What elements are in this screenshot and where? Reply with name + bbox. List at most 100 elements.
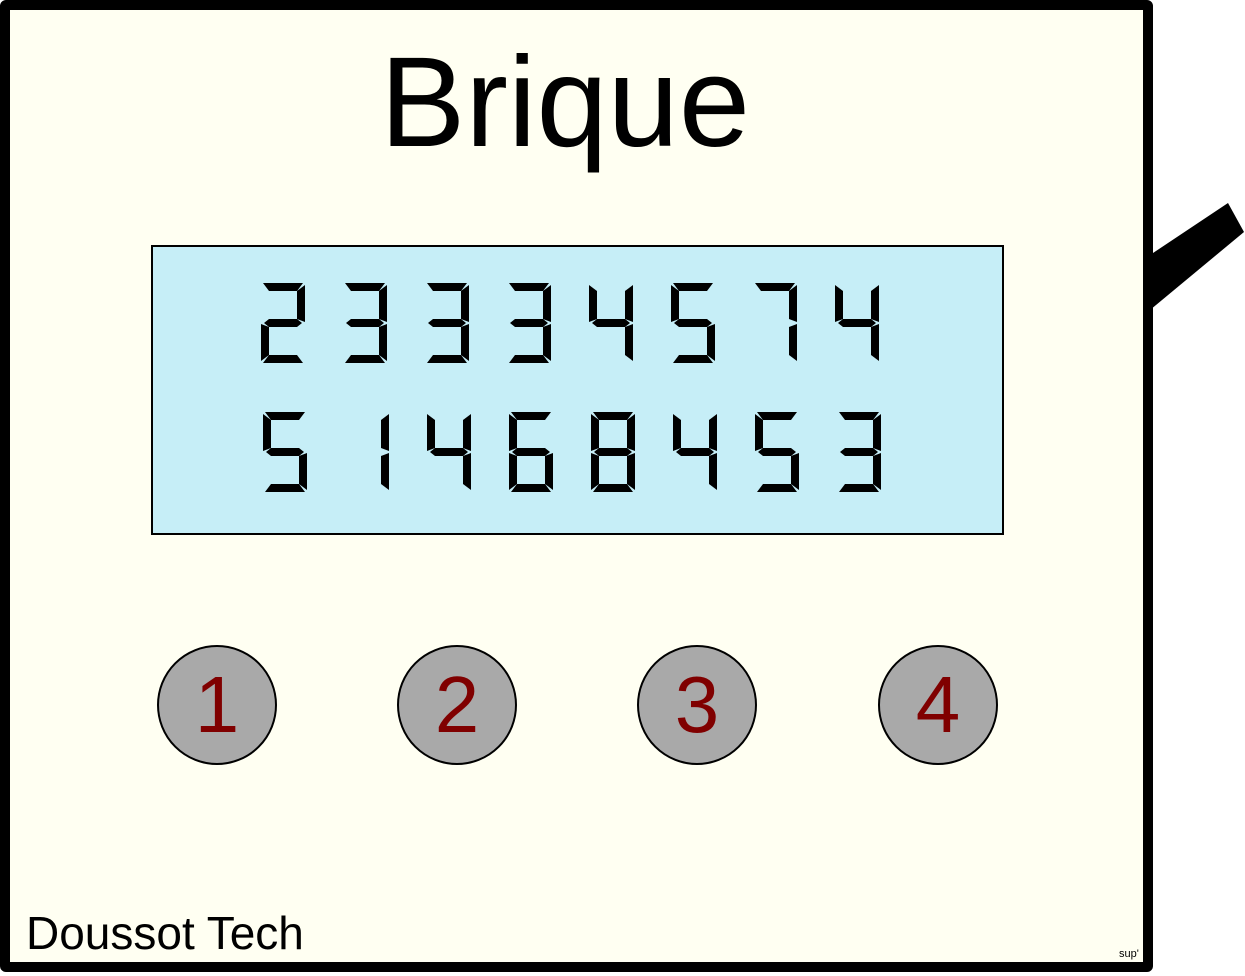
lever-handle[interactable]	[1150, 203, 1244, 310]
lcd-digits	[261, 283, 881, 492]
lcd-digit-2	[261, 283, 305, 363]
lcd-digit-5	[671, 283, 715, 363]
lcd-segment	[671, 285, 679, 322]
lcd-segment	[673, 414, 681, 451]
lcd-segment	[873, 453, 881, 490]
lcd-digit-8	[591, 412, 635, 492]
lcd-segment	[297, 285, 305, 322]
lcd-segment	[427, 283, 467, 291]
lcd-segment	[299, 453, 307, 490]
lcd-digit-4	[589, 285, 633, 361]
lcd-segment	[545, 453, 553, 490]
lcd-segment	[381, 453, 389, 490]
lcd-segment	[871, 324, 879, 361]
lcd-digit-7	[755, 283, 797, 361]
lcd-segment	[757, 484, 797, 492]
lcd-segment	[835, 285, 843, 322]
lcd-segment	[463, 453, 471, 490]
lcd-segment	[757, 412, 797, 420]
lcd-segment	[543, 324, 551, 361]
lcd-segment	[509, 453, 517, 490]
lcd-segment	[261, 324, 269, 361]
lcd-segment	[511, 412, 551, 420]
lcd-segment	[627, 453, 635, 490]
lcd-segment	[755, 414, 763, 451]
lcd-segment	[461, 324, 469, 361]
lcd-digit-4	[835, 285, 879, 361]
lcd-segment	[263, 355, 303, 363]
corner-mark: sup'	[1119, 948, 1139, 960]
lcd-segment	[625, 285, 633, 322]
lcd-digit-5	[263, 412, 307, 492]
lcd-segment	[789, 285, 797, 322]
lcd-segment	[430, 448, 468, 456]
lcd-segment	[509, 414, 517, 451]
lcd-segment	[791, 453, 799, 490]
lcd-segment	[379, 285, 387, 322]
lcd-segment	[627, 414, 635, 451]
lcd-segment	[463, 414, 471, 451]
lcd-segment	[593, 412, 633, 420]
button-4[interactable]: 4	[878, 645, 998, 765]
lcd-segment	[789, 324, 797, 361]
lcd-segment	[379, 324, 387, 361]
lcd-segment	[676, 448, 714, 456]
lcd-segment	[509, 283, 549, 291]
lcd-digit-3	[839, 412, 881, 492]
lcd-segment	[674, 319, 712, 327]
lcd-segment	[345, 355, 385, 363]
lcd-segment	[589, 285, 597, 322]
lcd-segment	[509, 355, 549, 363]
lcd-segment	[512, 448, 550, 456]
lcd-segment	[838, 319, 876, 327]
lcd-segment	[346, 319, 384, 327]
lcd-segment	[873, 414, 881, 451]
lcd-segment	[543, 285, 551, 322]
lcd-segment	[511, 484, 551, 492]
lcd-digit-3	[345, 283, 387, 363]
lcd-segment	[625, 324, 633, 361]
lcd-segment	[755, 283, 795, 291]
lcd-segment	[264, 319, 302, 327]
lcd-segment	[594, 448, 632, 456]
lcd-segment	[427, 355, 467, 363]
lcd-segment	[265, 412, 305, 420]
lcd-segment	[591, 414, 599, 451]
button-2[interactable]: 2	[397, 645, 517, 765]
lcd-segment	[461, 285, 469, 322]
lcd-segment	[709, 414, 717, 451]
lcd-segment	[428, 319, 466, 327]
lcd-segment	[758, 448, 796, 456]
lcd-segment	[673, 283, 713, 291]
lcd-segment	[709, 453, 717, 490]
lcd-segment	[263, 283, 303, 291]
lcd-digit-4	[427, 414, 471, 490]
lcd-digit-6	[509, 412, 553, 492]
lcd-segment	[263, 414, 271, 451]
button-1[interactable]: 1	[157, 645, 277, 765]
lcd-segment	[871, 285, 879, 322]
lcd-segment	[427, 414, 435, 451]
lcd-segment	[707, 324, 715, 361]
lcd-segment	[840, 448, 878, 456]
lcd-digit-5	[755, 412, 799, 492]
lcd-segment	[673, 355, 713, 363]
lcd-segment	[839, 412, 879, 420]
lcd-digit-1	[381, 414, 389, 490]
lcd-segment	[381, 414, 389, 451]
lcd-display: 23334574 51468453	[151, 245, 1004, 535]
device-title: Brique	[380, 31, 750, 174]
lcd-segment	[839, 484, 879, 492]
lcd-segment	[592, 319, 630, 327]
lcd-segment	[510, 319, 548, 327]
lcd-segment	[266, 448, 304, 456]
lcd-segment	[591, 453, 599, 490]
lcd-segment	[265, 484, 305, 492]
lcd-digit-4	[673, 414, 717, 490]
lcd-digit-3	[509, 283, 551, 363]
lcd-segment	[593, 484, 633, 492]
lcd-segment	[345, 283, 385, 291]
button-3[interactable]: 3	[637, 645, 757, 765]
brand-label: Doussot Tech	[26, 907, 304, 959]
